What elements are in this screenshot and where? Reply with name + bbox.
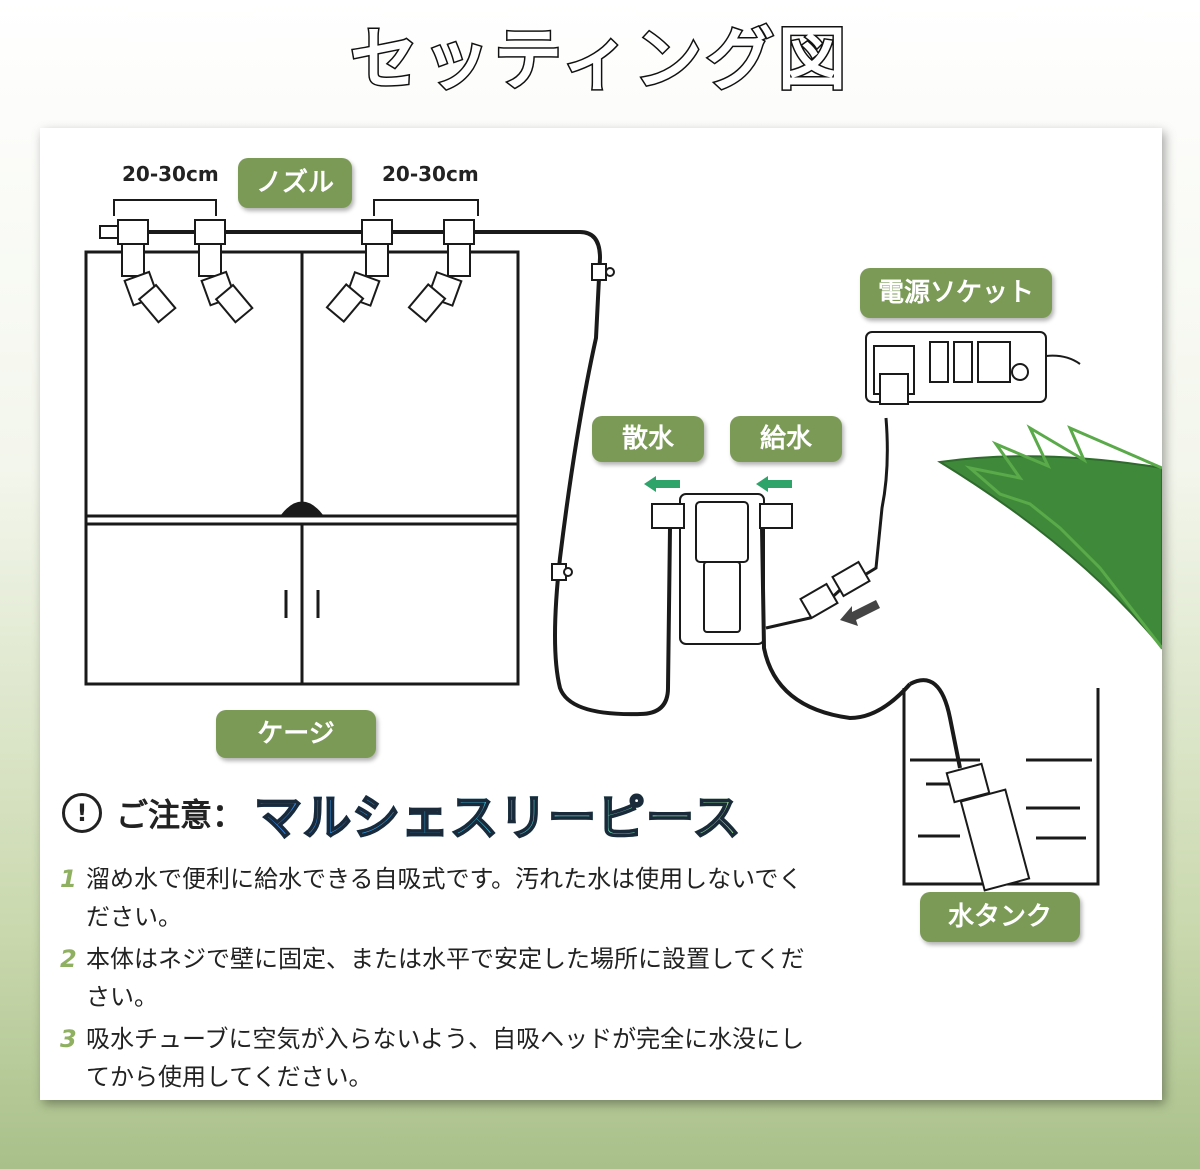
water-tank-label: 水タンク [920, 892, 1080, 942]
note-text: 吸水チューブに空気が入らないよう、自吸ヘッドが完全に水没にしてから使用してくださ… [86, 1025, 805, 1091]
flow-arrows [644, 476, 792, 492]
nozzle-label: ノズル [238, 158, 352, 208]
sprinkle-label: 散水 [592, 416, 704, 462]
notes-list: 1 溜め水で便利に給水できる自吸式です。汚れた水は使用しないでください。 2 本… [60, 860, 820, 1100]
nozzle-tube [100, 230, 672, 717]
tube-clips [551, 263, 615, 581]
note-item: 3 吸水チューブに空気が入らないよう、自吸ヘッドが完全に水没にしてから使用してく… [60, 1020, 820, 1096]
notice-label: ご注意： [116, 796, 245, 834]
suction-tube [909, 678, 962, 769]
supply-label: 給水 [730, 416, 842, 462]
pump-illustration [651, 493, 793, 645]
nozzle-spacing-right: 20-30cm [382, 162, 479, 186]
note-item: 2 本体はネジで壁に固定、または水平で安定した場所に設置してください。 [60, 940, 820, 1016]
cord-arrow [840, 600, 880, 626]
note-number: 1 [60, 865, 77, 893]
suction-filter [945, 762, 1031, 892]
cage-illustration [84, 250, 520, 686]
diagram-panel: 20-30cm 20-30cm ノズル 電源ソケット 散水 給水 ケージ 水タン… [40, 128, 1162, 1100]
supply-tube [760, 527, 912, 721]
power-socket-label: 電源ソケット [860, 268, 1052, 318]
setup-diagram [84, 199, 1162, 892]
note-number: 2 [60, 945, 77, 973]
nozzle-spacing-left: 20-30cm [122, 162, 219, 186]
cord-connector [799, 560, 871, 620]
exclamation-icon: ! [62, 793, 102, 833]
dimension-brackets [113, 199, 479, 216]
nozzle-assembly [99, 219, 475, 324]
cage-label: ケージ [216, 710, 376, 758]
page-title: セッティング図 [349, 20, 850, 102]
note-item: 1 溜め水で便利に給水できる自吸式です。汚れた水は使用しないでください。 [60, 860, 820, 936]
note-number: 3 [60, 1025, 77, 1053]
notice-header: ! ご注意： マルシェスリーピース [62, 778, 742, 848]
water-tank-illustration [902, 688, 1100, 886]
note-text: 溜め水で便利に給水できる自吸式です。汚れた水は使用しないでください。 [86, 865, 803, 931]
palm-leaf-illustration [937, 424, 1162, 650]
brand-name: マルシェスリーピース [253, 778, 742, 848]
note-text: 本体はネジで壁に固定、または水平で安定した場所に設置してください。 [86, 945, 805, 1011]
power-socket-illustration [865, 331, 1081, 405]
